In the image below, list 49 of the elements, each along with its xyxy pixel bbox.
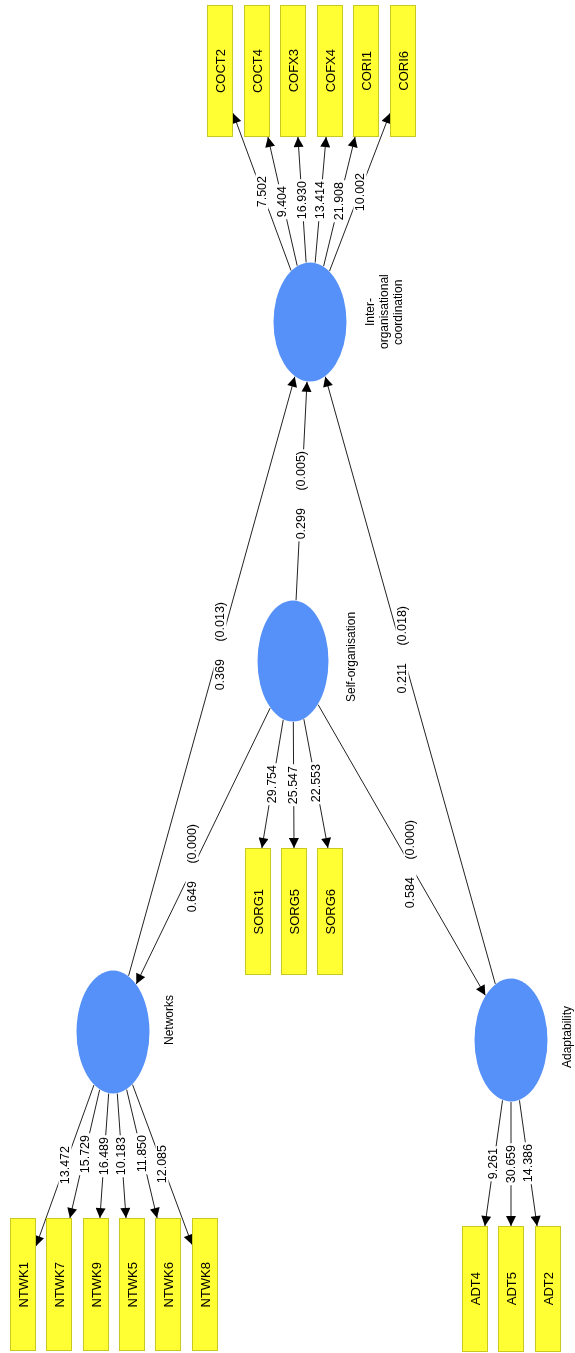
variable-label: Self-organisation bbox=[345, 610, 359, 705]
variable-label: Inter- organisational coordination bbox=[364, 273, 406, 352]
variable-label: Adaptability bbox=[561, 1005, 575, 1071]
indicator-box: NTWK8 bbox=[192, 1218, 218, 1351]
edge-label: 29.754 bbox=[266, 762, 279, 805]
edge-label: 11.850 bbox=[135, 1133, 149, 1175]
indicator-box: COFX3 bbox=[280, 5, 306, 137]
arrow bbox=[128, 376, 297, 977]
edge-label: 10.002 bbox=[353, 171, 366, 214]
edge-label: 16.489 bbox=[98, 1134, 111, 1177]
indicator-box: ADT5 bbox=[498, 1226, 524, 1352]
arrow bbox=[135, 707, 271, 985]
indicator-box: NTWK6 bbox=[155, 1218, 181, 1351]
edge-label: 9.261 bbox=[487, 1145, 500, 1181]
edge-label: 14.386 bbox=[522, 1142, 535, 1185]
edge-label: 7.502 bbox=[255, 174, 269, 210]
edge-label: 13.472 bbox=[58, 1144, 72, 1187]
edge-label: 9.404 bbox=[276, 183, 289, 219]
edge-label: 30.659 bbox=[504, 1142, 518, 1186]
edge-label: 16.930 bbox=[295, 178, 309, 221]
edge-label: 0.649 (0.000) bbox=[186, 821, 199, 915]
edge-label: 22.553 bbox=[309, 762, 323, 805]
indicator-box: NTWK1 bbox=[10, 1218, 36, 1351]
edge-label: 21.908 bbox=[333, 180, 346, 223]
indicator-box: NTWK7 bbox=[46, 1218, 72, 1351]
indicator-box: NTWK9 bbox=[83, 1218, 109, 1351]
edge-label: 10.183 bbox=[115, 1134, 128, 1177]
arrow bbox=[317, 704, 486, 996]
indicator-box: CORI6 bbox=[390, 5, 416, 137]
edge-label: 12.085 bbox=[156, 1143, 169, 1186]
indicator-box: SORG1 bbox=[245, 848, 271, 975]
edge-label: 25.547 bbox=[287, 763, 300, 807]
edge-label: 0.584 (0.000) bbox=[403, 818, 417, 911]
edge-label: 0.299 (0.005) bbox=[295, 449, 308, 542]
indicator-box: SORG6 bbox=[317, 848, 343, 975]
indicator-box: SORG5 bbox=[281, 848, 307, 975]
arrow bbox=[323, 376, 496, 985]
indicator-box: CORI1 bbox=[353, 5, 379, 137]
indicator-box: ADT4 bbox=[462, 1226, 488, 1352]
edge-label: 0.369 (0.013) bbox=[213, 600, 227, 693]
edge-label: 13.414 bbox=[314, 178, 327, 221]
indicator-box: COCT2 bbox=[207, 5, 233, 137]
variable-label: Networks bbox=[163, 994, 177, 1047]
indicator-box: COFX4 bbox=[317, 5, 343, 137]
indicator-box: ADT2 bbox=[535, 1226, 561, 1352]
edge-label: 0.211 (0.018) bbox=[395, 604, 409, 696]
indicator-box: NTWK5 bbox=[119, 1218, 145, 1351]
edge-label: 15.729 bbox=[78, 1132, 91, 1175]
indicator-box: COCT4 bbox=[244, 5, 270, 137]
